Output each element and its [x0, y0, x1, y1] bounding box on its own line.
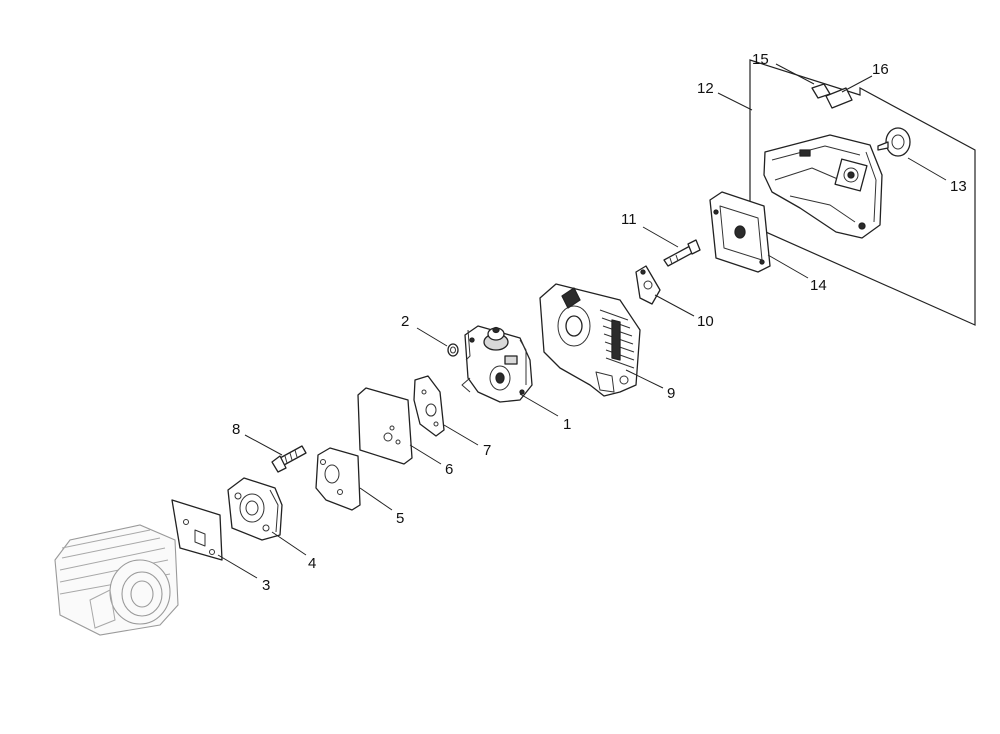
callout-3: 3	[262, 577, 270, 594]
part-10-bracket[interactable]	[635, 265, 661, 305]
callout-14: 14	[810, 277, 827, 294]
callout-5: 5	[396, 510, 404, 527]
callout-7: 7	[483, 442, 491, 459]
callout-6: 6	[445, 461, 453, 478]
callout-labels: 1 2 3 4 5 6 7 8 9 10 11 12 13 14 15 16	[232, 51, 967, 594]
callout-13: 13	[950, 178, 967, 195]
part-5-gasket[interactable]	[315, 447, 361, 511]
part-14-air-filter[interactable]	[709, 191, 771, 273]
part-3-gasket[interactable]	[171, 499, 223, 561]
part-7-gasket[interactable]	[413, 375, 445, 437]
part-6-plate[interactable]	[357, 387, 413, 465]
callout-12: 12	[697, 80, 714, 97]
part-12-air-cleaner-cover[interactable]	[763, 134, 883, 239]
callout-2: 2	[401, 313, 409, 330]
callout-4: 4	[308, 555, 316, 572]
part-9-air-cleaner-base[interactable]	[539, 283, 641, 397]
cylinder-ghost	[54, 524, 179, 636]
callout-1: 1	[563, 416, 571, 433]
part-8-bolt[interactable]	[271, 445, 307, 473]
leader-lines	[217, 63, 947, 579]
callout-9: 9	[667, 385, 675, 402]
part-13-knob[interactable]	[877, 127, 911, 157]
part-1-carburetor[interactable]	[461, 325, 533, 403]
subassembly-frame	[749, 59, 976, 326]
callout-8: 8	[232, 421, 240, 438]
callout-16: 16	[872, 61, 889, 78]
callout-15: 15	[752, 51, 769, 68]
part-11-bolt[interactable]	[663, 239, 701, 267]
part-4-insulator[interactable]	[227, 477, 283, 541]
callout-10: 10	[697, 313, 714, 330]
part-16-label[interactable]	[825, 87, 853, 109]
callout-11: 11	[621, 211, 637, 228]
part-2-o-ring[interactable]	[447, 343, 459, 357]
